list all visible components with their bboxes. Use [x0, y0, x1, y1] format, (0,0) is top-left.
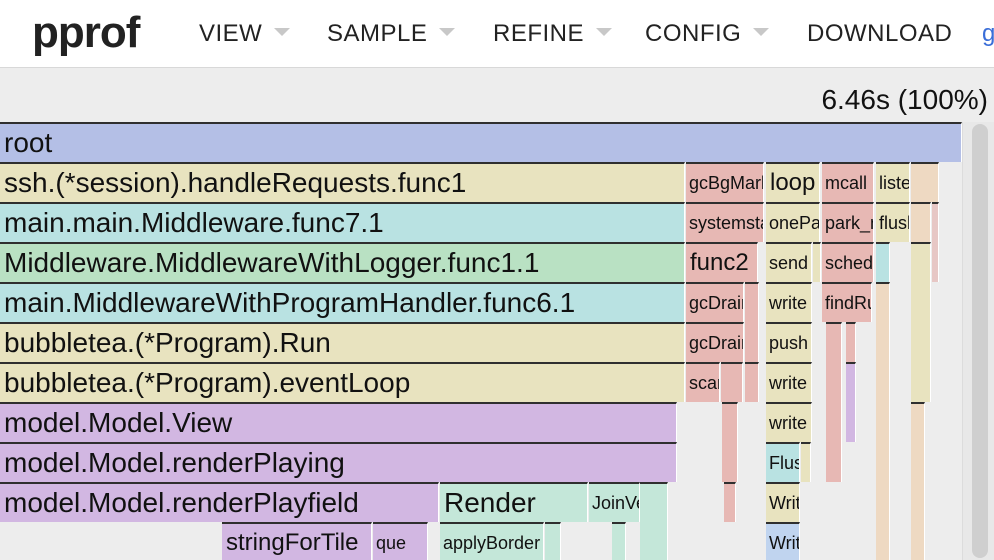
flame-frame-root[interactable]: root [0, 122, 962, 162]
flame-frame[interactable] [813, 242, 821, 282]
menu-sample-label: SAMPLE [327, 20, 428, 47]
flame-frame[interactable]: bubbletea.(*Program).eventLoop [0, 362, 685, 402]
flame-frame[interactable]: flush [876, 202, 910, 242]
menu-refine[interactable]: REFINE [493, 20, 613, 48]
flame-frame[interactable]: func2 [686, 242, 758, 282]
flame-graph: root ssh.(*session).handleRequests.func1… [0, 122, 994, 560]
flame-frame[interactable] [911, 202, 931, 242]
flame-frame[interactable]: Middleware.MiddlewareWithLogger.func1.1 [0, 242, 685, 282]
flame-frame[interactable]: loop [766, 162, 820, 202]
flame-frame[interactable] [911, 242, 931, 402]
menu-view[interactable]: VIEW [199, 20, 291, 48]
flame-frame[interactable]: send [766, 242, 812, 282]
menu-view-label: VIEW [199, 20, 263, 47]
flame-frame[interactable]: gcBgMarkWorker [686, 162, 764, 202]
flame-frame[interactable] [801, 442, 811, 482]
menu-download-label: DOWNLOAD [807, 20, 953, 47]
flame-frame[interactable]: Flush [766, 442, 800, 482]
chevron-down-icon [439, 27, 456, 36]
flame-frame[interactable]: main.main.Middleware.func7.1 [0, 202, 685, 242]
flame-frame[interactable]: bubbletea.(*Program).Run [0, 322, 685, 362]
menu-refine-label: REFINE [493, 20, 585, 47]
flame-frame[interactable] [876, 282, 890, 560]
flame-frame[interactable]: model.Model.View [0, 402, 677, 442]
flame-frame[interactable] [612, 522, 626, 560]
flame-frame[interactable]: applyBorder [440, 522, 544, 560]
flame-frame[interactable]: stringForTile [222, 522, 372, 560]
flame-frame[interactable]: write [766, 362, 812, 402]
flame-frame[interactable]: model.Model.renderPlayfield [0, 482, 439, 522]
flame-frame[interactable] [745, 362, 759, 402]
chevron-down-icon [274, 27, 291, 36]
flame-frame[interactable]: model.Model.renderPlaying [0, 442, 677, 482]
menu-config-label: CONFIG [645, 20, 742, 47]
chevron-down-icon [596, 27, 613, 36]
menu-sample[interactable]: SAMPLE [327, 20, 456, 48]
flame-frame[interactable] [846, 322, 856, 362]
flame-frame[interactable]: scanobject [686, 362, 720, 402]
flame-frame[interactable] [722, 402, 738, 482]
flame-frame[interactable] [826, 322, 842, 482]
flame-frame[interactable]: park_m [822, 202, 874, 242]
chevron-down-icon [753, 27, 770, 36]
flame-frame[interactable]: mcall [822, 162, 874, 202]
flame-frame[interactable] [724, 482, 736, 522]
flame-frame[interactable] [412, 522, 428, 560]
flame-frame[interactable]: JoinVertical [589, 482, 640, 522]
flame-frame[interactable] [876, 242, 890, 282]
total-samples: 6.46s (100%) [821, 84, 988, 115]
flame-frame[interactable] [640, 482, 668, 560]
truncated-link[interactable]: g [982, 20, 994, 47]
flame-frame[interactable]: schedule [822, 242, 874, 282]
flame-frame[interactable]: Write [766, 482, 800, 522]
flame-frame[interactable]: Render [440, 482, 588, 522]
flame-frame[interactable]: gcDrain [686, 322, 744, 362]
flame-frame[interactable]: ssh.(*session).handleRequests.func1 [0, 162, 685, 202]
flame-frame[interactable] [932, 202, 939, 282]
top-bar: pprof VIEW SAMPLE REFINE CONFIG DOWNLOAD… [0, 0, 994, 68]
app-logo[interactable]: pprof [32, 8, 140, 57]
flame-frame[interactable] [721, 362, 743, 402]
flame-frame[interactable]: onePass [766, 202, 820, 242]
flame-frame[interactable]: listen [876, 162, 910, 202]
flame-frame[interactable]: systemstack [686, 202, 764, 242]
flame-frame[interactable]: Write [766, 522, 800, 560]
flame-frame[interactable]: que [373, 522, 413, 560]
menu-download[interactable]: DOWNLOAD [807, 20, 952, 48]
flame-frame[interactable] [545, 522, 561, 560]
flame-frame[interactable]: push [766, 322, 812, 362]
flame-frame[interactable] [911, 162, 939, 202]
flame-frame[interactable]: gcDrain [686, 282, 744, 322]
flame-frame[interactable] [911, 402, 925, 560]
vertical-scrollbar-thumb[interactable] [972, 124, 988, 558]
flame-frame[interactable] [846, 362, 856, 442]
flame-frame[interactable]: main.MiddlewareWithProgramHandler.func6.… [0, 282, 685, 322]
flame-frame[interactable]: write [766, 282, 812, 322]
flame-frame[interactable] [745, 282, 759, 362]
flame-frame[interactable]: write [766, 402, 812, 442]
flame-frame[interactable]: findRunnable [822, 282, 872, 322]
menu-config[interactable]: CONFIG [645, 20, 770, 48]
